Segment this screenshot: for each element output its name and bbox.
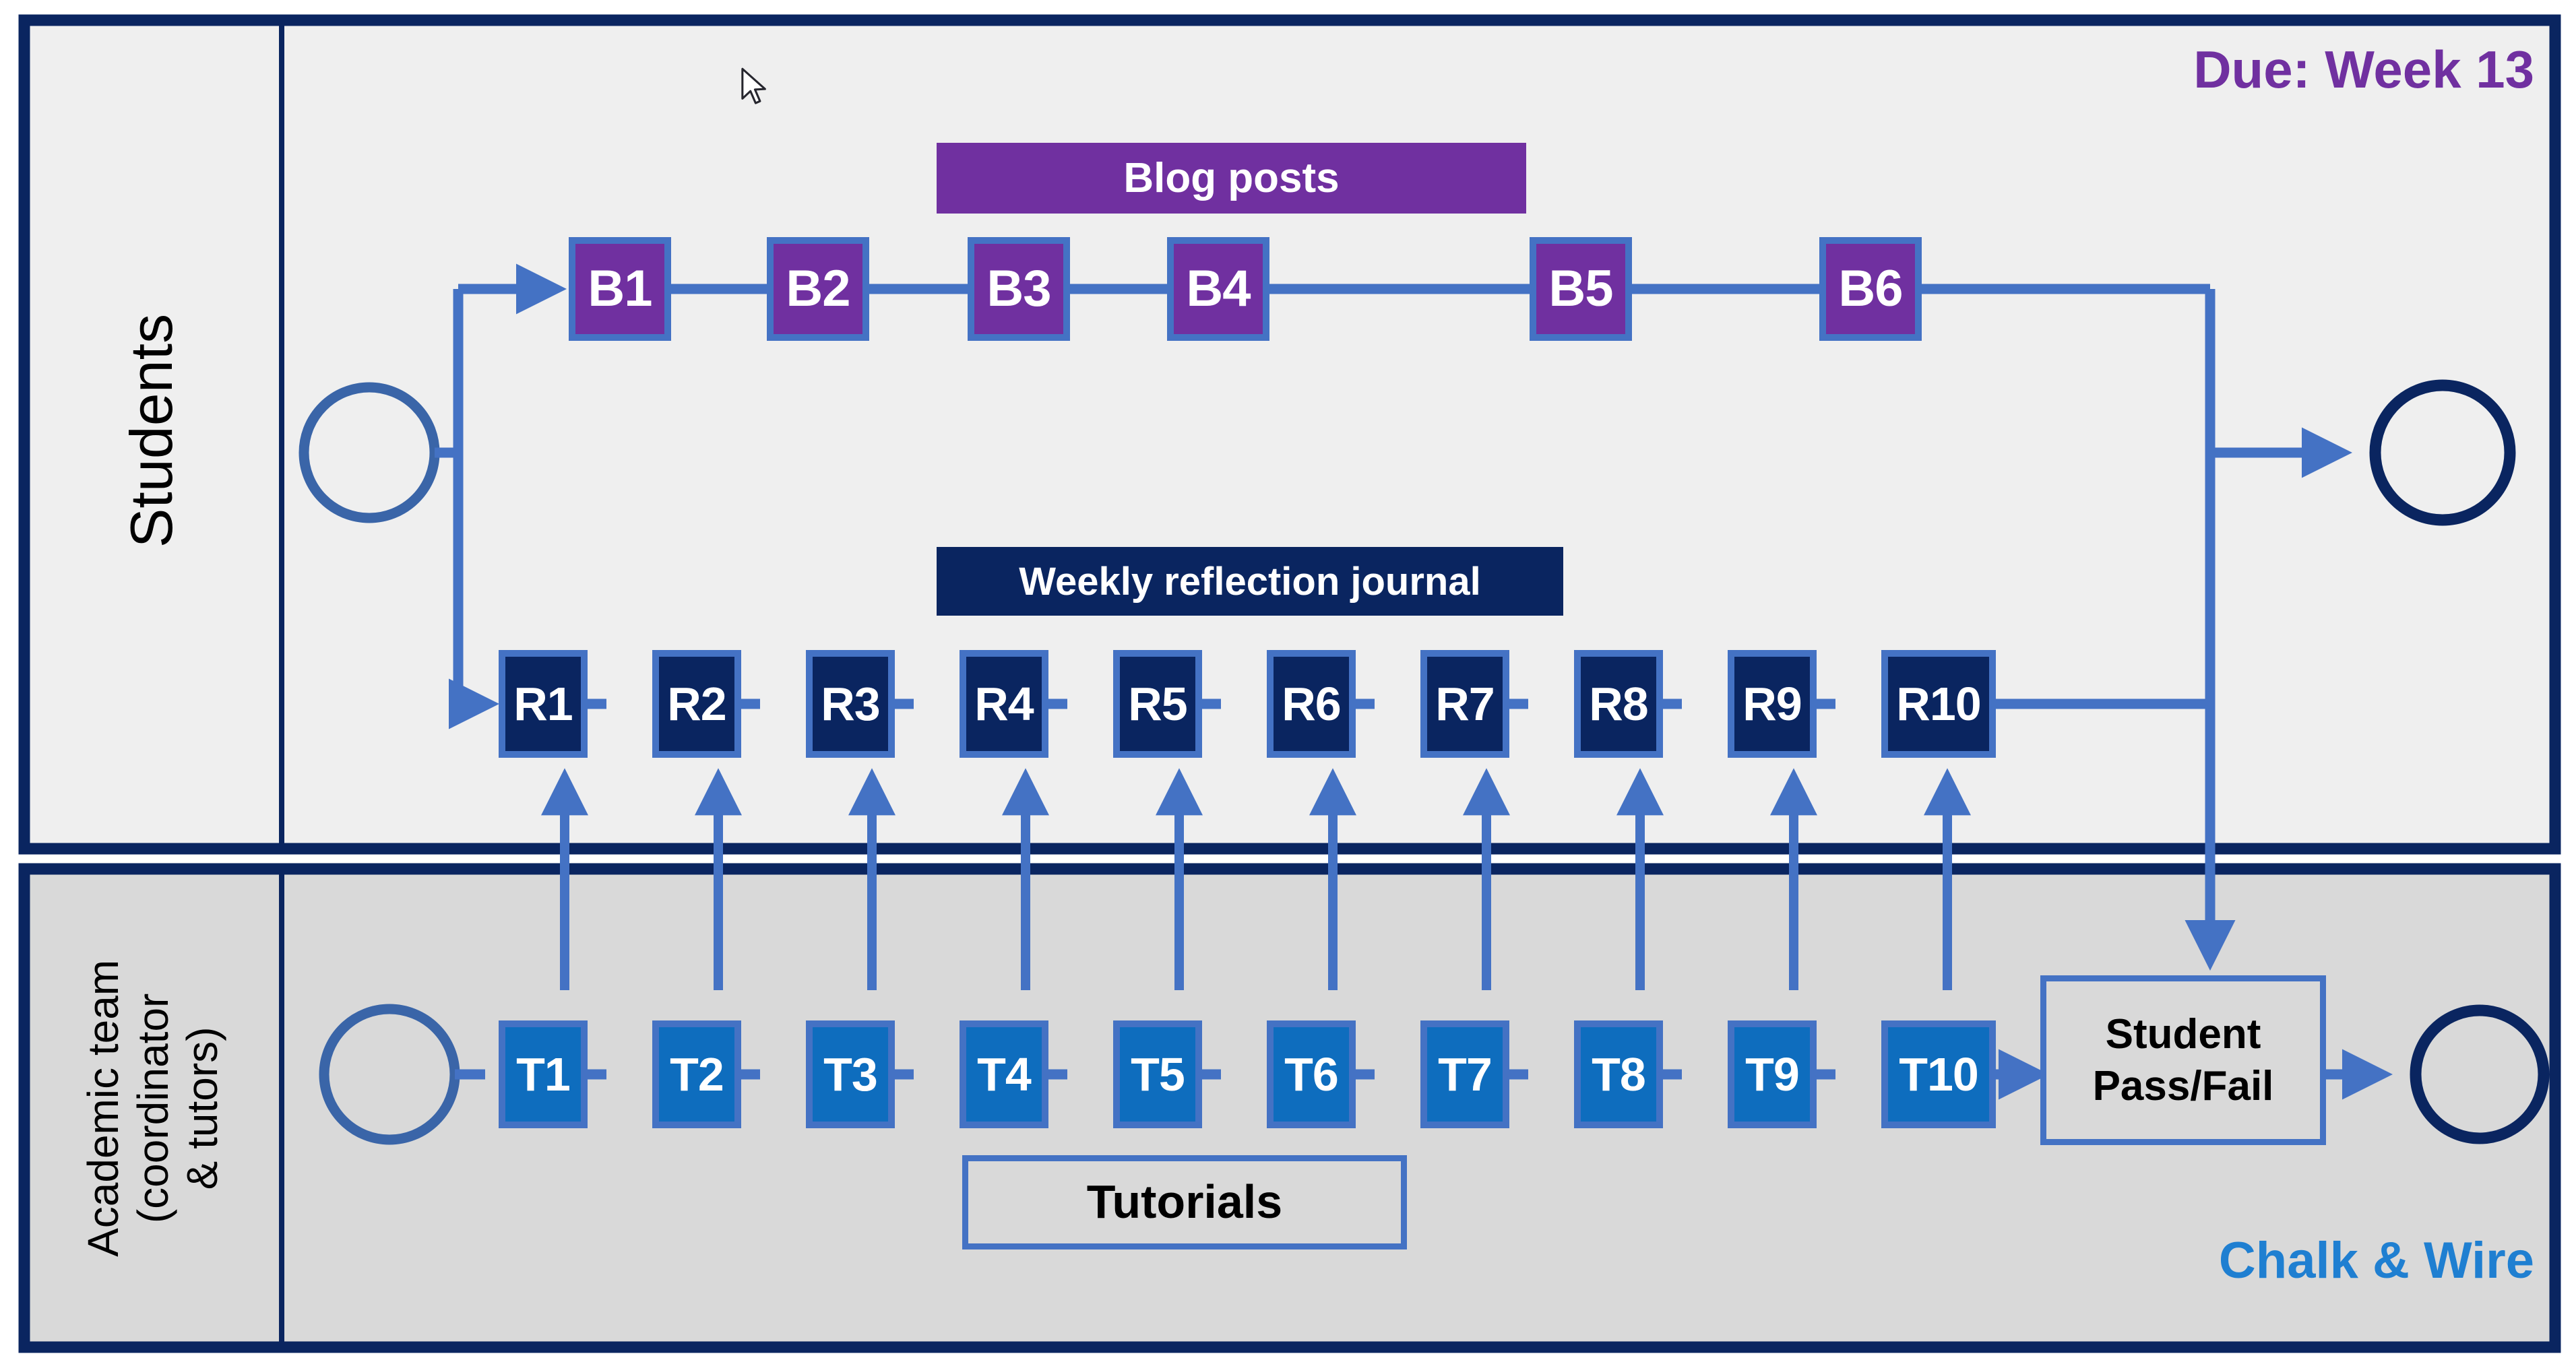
node-r6[interactable]: R6 — [1267, 650, 1356, 758]
lane-label-academic: Academic team (coordinator & tutors) — [37, 876, 270, 1340]
node-b2[interactable]: B2 — [767, 237, 869, 341]
node-r8[interactable]: R8 — [1574, 650, 1663, 758]
node-t1-label: T1 — [516, 1048, 571, 1101]
node-t7-label: T7 — [1438, 1048, 1493, 1101]
node-t6-label: T6 — [1284, 1048, 1339, 1101]
banner-reflection-journal-label: Weekly reflection journal — [1019, 559, 1481, 604]
node-t9[interactable]: T9 — [1728, 1020, 1817, 1128]
node-t3[interactable]: T3 — [806, 1020, 895, 1128]
node-t7[interactable]: T7 — [1420, 1020, 1509, 1128]
node-r9-label: R9 — [1742, 678, 1802, 730]
node-b3[interactable]: B3 — [968, 237, 1070, 341]
due-week-note: Due: Week 13 — [2193, 40, 2534, 99]
group-box-tutorials: Tutorials — [962, 1155, 1407, 1249]
node-r3[interactable]: R3 — [806, 650, 895, 758]
node-t8[interactable]: T8 — [1574, 1020, 1663, 1128]
node-t10[interactable]: T10 — [1881, 1020, 1996, 1128]
node-t5[interactable]: T5 — [1113, 1020, 1202, 1128]
end-event-students — [2369, 379, 2516, 526]
node-b2-label: B2 — [786, 260, 850, 317]
node-b5[interactable]: B5 — [1530, 237, 1632, 341]
node-t1[interactable]: T1 — [499, 1020, 588, 1128]
node-r1[interactable]: R1 — [499, 650, 588, 758]
node-t4-label: T4 — [977, 1048, 1032, 1101]
banner-blog-posts-label: Blog posts — [1123, 155, 1340, 201]
node-r9[interactable]: R9 — [1728, 650, 1817, 758]
node-t2-label: T2 — [670, 1048, 724, 1101]
node-t6[interactable]: T6 — [1267, 1020, 1356, 1128]
node-r1-label: R1 — [513, 678, 573, 730]
node-r4-label: R4 — [974, 678, 1034, 730]
student-pass-fail-line1: Student — [2105, 1010, 2261, 1058]
group-box-tutorials-label: Tutorials — [1086, 1175, 1283, 1229]
node-r8-label: R8 — [1589, 678, 1648, 730]
node-b1-label: B1 — [588, 260, 652, 317]
node-b4[interactable]: B4 — [1167, 237, 1269, 341]
student-pass-fail-line2: Pass/Fail — [2092, 1063, 2274, 1109]
node-r5-label: R5 — [1128, 678, 1187, 730]
node-t9-label: T9 — [1745, 1048, 1800, 1101]
lane-label-students: Students — [40, 162, 263, 701]
node-t3-label: T3 — [823, 1048, 878, 1101]
node-t8-label: T8 — [1592, 1048, 1646, 1101]
node-r2-label: R2 — [667, 678, 726, 730]
student-pass-fail-box[interactable]: Student Pass/Fail — [2040, 975, 2326, 1145]
node-b4-label: B4 — [1186, 260, 1251, 317]
node-r5[interactable]: R5 — [1113, 650, 1202, 758]
node-t5-label: T5 — [1131, 1048, 1185, 1101]
banner-blog-posts: Blog posts — [937, 143, 1526, 214]
node-b6-label: B6 — [1838, 260, 1903, 317]
node-t10-label: T10 — [1899, 1048, 1979, 1101]
node-r3-label: R3 — [821, 678, 880, 730]
node-b5-label: B5 — [1548, 260, 1613, 317]
node-r2[interactable]: R2 — [652, 650, 741, 758]
node-b6[interactable]: B6 — [1819, 237, 1922, 341]
node-r4[interactable]: R4 — [960, 650, 1048, 758]
node-r7-label: R7 — [1435, 678, 1495, 730]
lane-label-students-text: Students — [118, 314, 185, 548]
node-r6-label: R6 — [1282, 678, 1341, 730]
node-b3-label: B3 — [986, 260, 1051, 317]
node-r7[interactable]: R7 — [1420, 650, 1509, 758]
node-b1[interactable]: B1 — [569, 237, 671, 341]
node-r10[interactable]: R10 — [1881, 650, 1996, 758]
node-r10-label: R10 — [1896, 678, 1981, 730]
end-event-academic — [2410, 1004, 2550, 1144]
lane-label-academic-text: Academic team (coordinator & tutors) — [79, 959, 227, 1257]
node-t2[interactable]: T2 — [652, 1020, 741, 1128]
chalk-and-wire-note: Chalk & Wire — [2218, 1232, 2534, 1289]
node-t4[interactable]: T4 — [960, 1020, 1048, 1128]
banner-reflection-journal: Weekly reflection journal — [937, 547, 1563, 616]
